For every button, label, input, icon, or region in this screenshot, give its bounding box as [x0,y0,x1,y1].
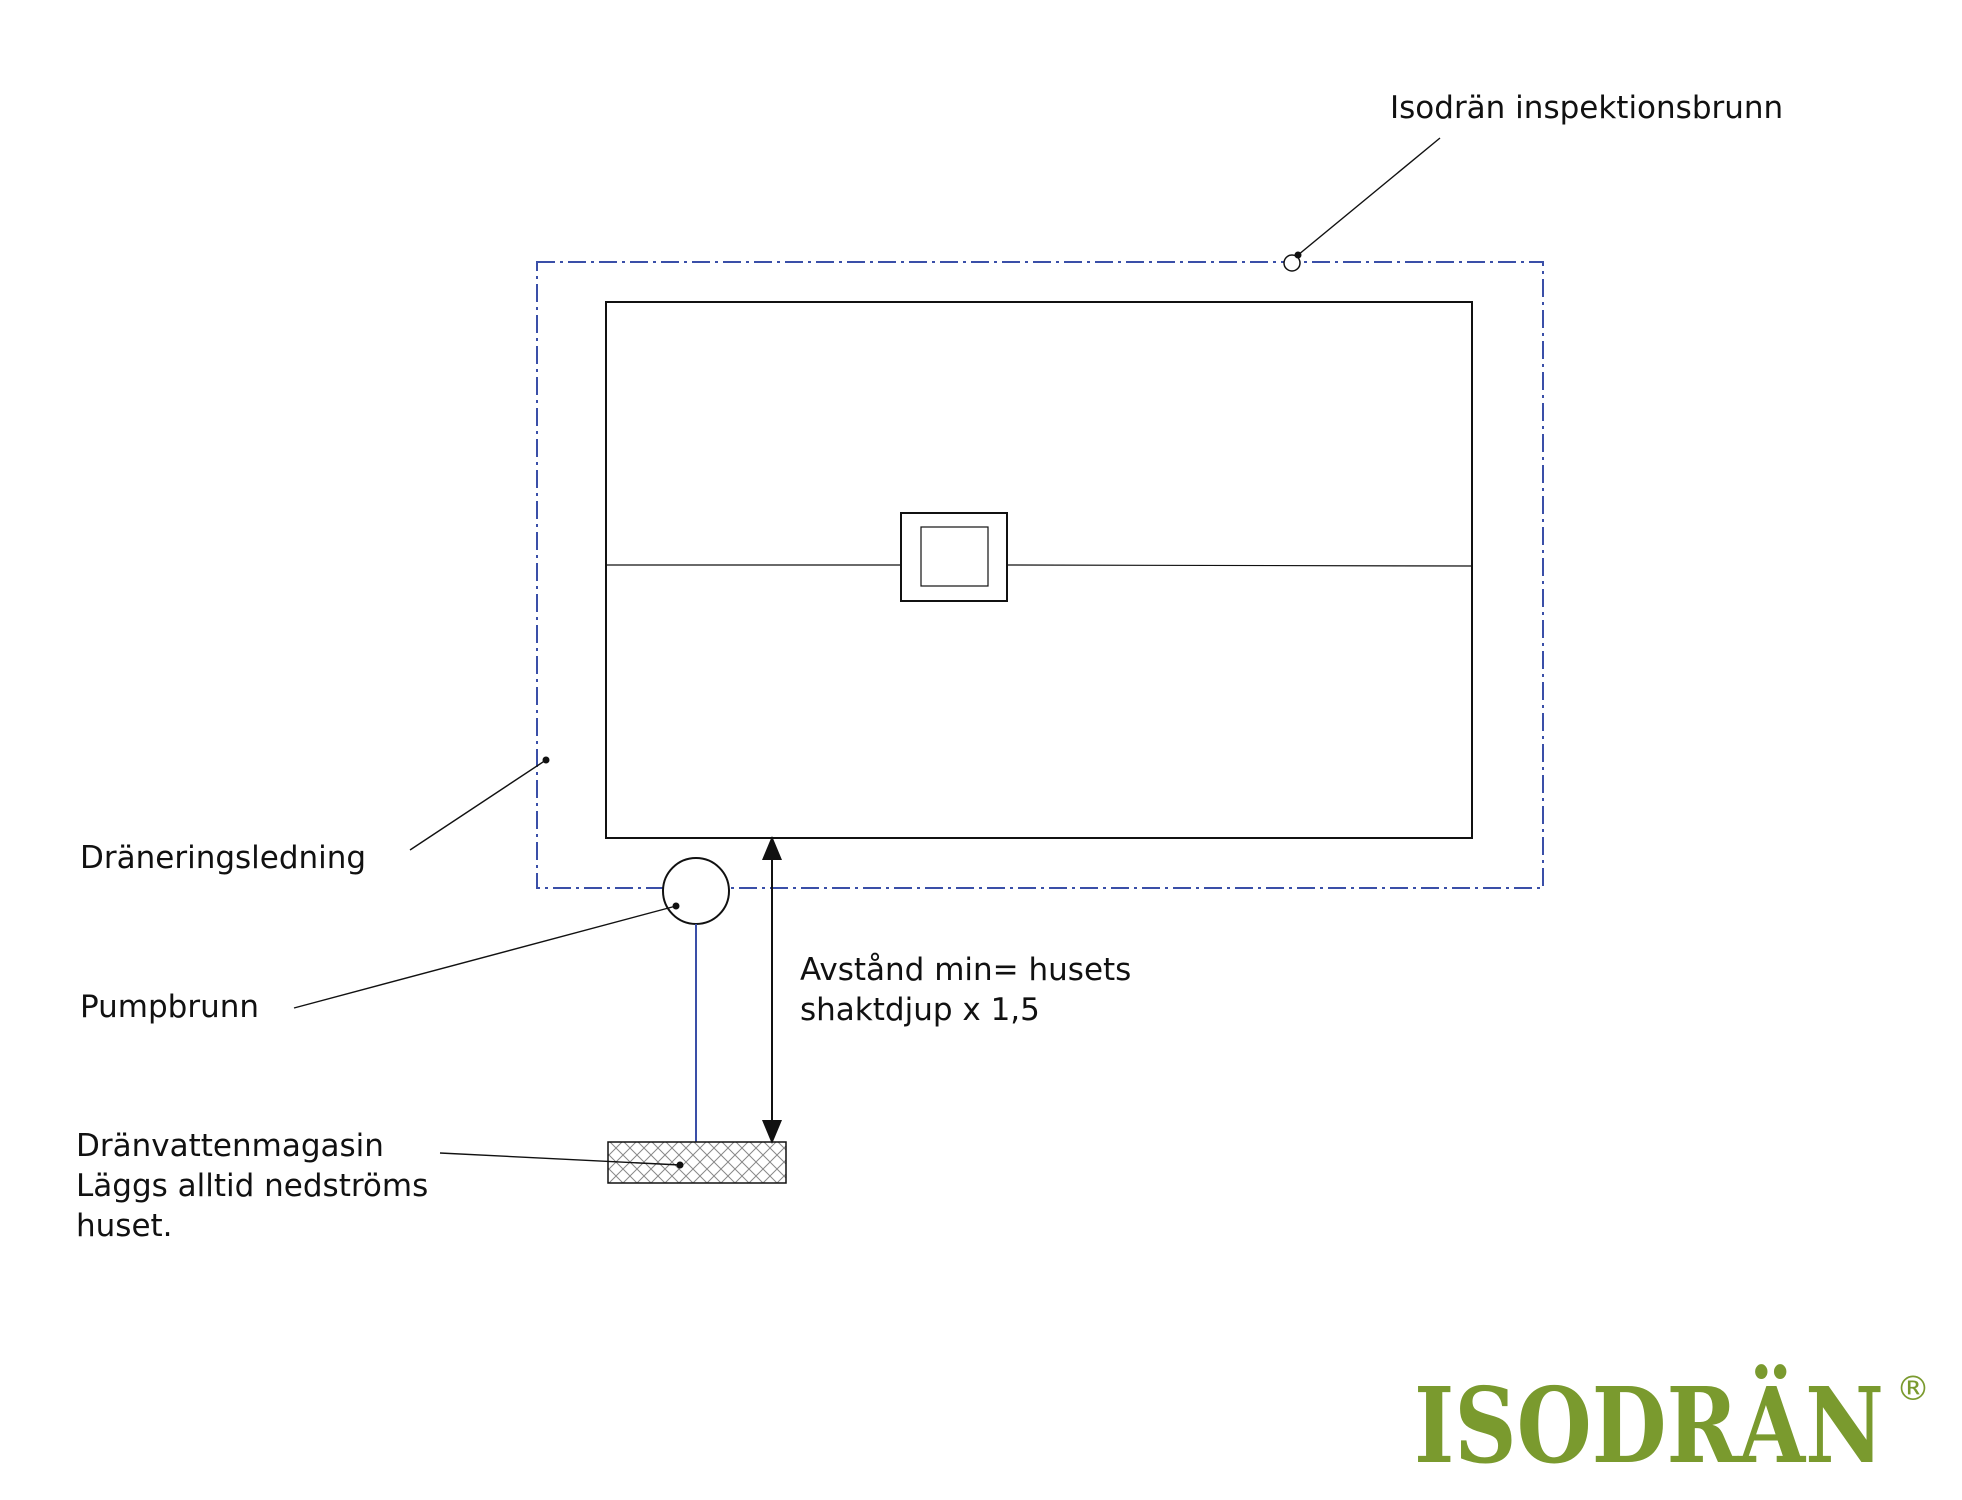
pump-well-symbol [662,857,730,925]
house-ridge-line-right [1006,564,1473,567]
pump-well-leader [293,905,677,1009]
inspection-well-leader [1297,137,1441,256]
label-reservoir-line1: Dränvattenmagasin [76,1128,384,1164]
label-reservoir: Dränvattenmagasin Läggs alltid nedströms… [76,1126,428,1246]
label-reservoir-line3: huset. [76,1208,173,1244]
inspection-well-leader-dot [1294,251,1302,259]
label-distance-line1: Avstånd min= husets [800,952,1132,988]
isodran-logo: ISODRÄN ® [1414,1363,1930,1482]
label-distance: Avstånd min= husets shaktdjup x 1,5 [800,950,1131,1030]
label-drain-line: Dräneringsledning [80,840,367,876]
label-pump-well: Pumpbrunn [80,989,260,1025]
pump-well-leader-dot [672,902,680,910]
chimney-outer [900,512,1008,602]
label-distance-line2: shaktdjup x 1,5 [800,992,1040,1028]
chimney-inner [920,526,989,587]
inspection-well-symbol [1283,254,1301,272]
drain-line-leader [409,759,547,851]
drain-line-loop [536,261,1544,889]
logo-wordmark: ISODRÄN [1414,1363,1884,1482]
reservoir-leader [439,1152,681,1166]
reservoir-leader-dot [676,1161,684,1169]
drain-line-leader-dot [542,756,550,764]
label-inspection-well: Isodrän inspektionsbrunn [1390,90,1784,126]
house-outline [605,301,1473,839]
label-reservoir-line2: Läggs alltid nedströms [76,1168,429,1204]
logo-registered-mark: ® [1896,1369,1930,1409]
